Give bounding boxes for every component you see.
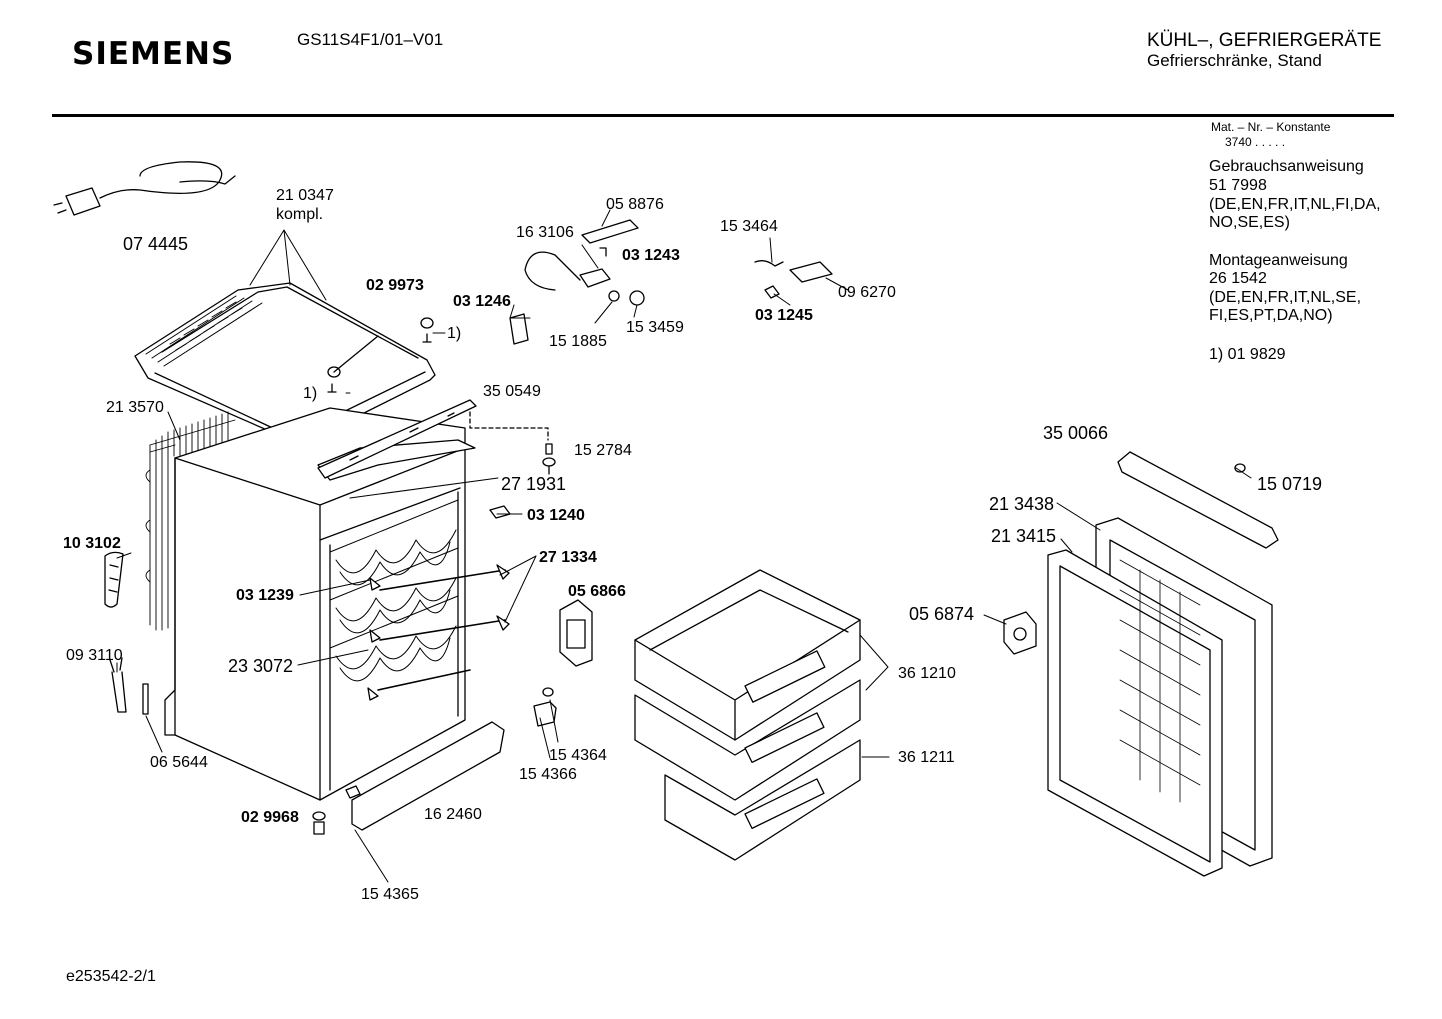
label-153464: 15 3464	[720, 218, 778, 235]
door-drawing	[1003, 451, 1279, 877]
label-152784: 15 2784	[574, 442, 632, 459]
label-151885: 15 1885	[549, 333, 607, 350]
label-065644: 06 5644	[150, 754, 208, 771]
label-350549: 35 0549	[483, 383, 541, 400]
label-056874: 05 6874	[909, 604, 974, 624]
header-divider	[52, 114, 1394, 117]
assembly-number: 26 1542	[1209, 270, 1267, 287]
bracket-drawing	[317, 399, 477, 479]
manual-languages-2: NO,SE,ES)	[1209, 214, 1290, 231]
label-213415: 21 3415	[991, 526, 1056, 546]
label-154365: 15 4365	[361, 886, 419, 903]
label-031243: 03 1243	[622, 247, 680, 264]
label-163106: 16 3106	[516, 224, 574, 241]
foot-screw-drawing	[312, 811, 326, 835]
lamp-drawing	[754, 260, 833, 299]
label-031239: 03 1239	[236, 587, 294, 604]
label-233072: 23 3072	[228, 656, 293, 676]
label-031240: 03 1240	[527, 507, 585, 524]
category-subtitle: Gefrierschränke, Stand	[1147, 51, 1322, 70]
assembly-title: Montageanweisung	[1209, 252, 1348, 269]
cover-screws	[327, 317, 434, 393]
label-029973: 02 9973	[366, 277, 424, 294]
label-154366: 15 4366	[519, 766, 577, 783]
label-271931: 27 1931	[501, 474, 566, 494]
label-361210: 36 1210	[898, 665, 956, 682]
kick-plate-drawing	[345, 721, 505, 831]
footnote-part: 1) 01 9829	[1209, 346, 1286, 363]
label-096270: 09 6270	[838, 284, 896, 301]
mat-nr-value: 3740 . . . . .	[1225, 135, 1286, 149]
assembly-languages-1: (DE,EN,FR,IT,NL,SE,	[1209, 289, 1362, 306]
manual-languages-1: (DE,EN,FR,IT,NL,FI,DA,	[1209, 196, 1381, 213]
label-361211: 36 1211	[898, 749, 955, 766]
label-153459: 15 3459	[626, 319, 684, 336]
thermostat-drawing	[509, 219, 645, 345]
label-056866: 05 6866	[568, 583, 626, 600]
cable-part-drawing	[109, 657, 149, 715]
label-210347: 21 0347	[276, 187, 334, 204]
label-271334: 27 1334	[539, 549, 597, 566]
valve-drawing	[469, 411, 556, 475]
assembly-languages-2: FI,ES,PT,DA,NO)	[1209, 307, 1333, 324]
label-162460: 16 2460	[424, 806, 482, 823]
drawers-drawing	[634, 569, 861, 861]
category-title: KÜHL–, GEFRIERGERÄTE	[1147, 30, 1382, 51]
label-213570: 21 3570	[106, 399, 164, 416]
manual-title: Gebrauchsanweisung	[1209, 158, 1364, 175]
label-154364: 15 4364	[549, 747, 607, 764]
part-labels: 07 4445 21 0347 kompl. 02 9973 1) 1) 21 …	[63, 187, 1322, 903]
label-210347-note: kompl.	[276, 206, 323, 223]
label-350066: 35 0066	[1043, 423, 1108, 443]
label-213438: 21 3438	[989, 494, 1054, 514]
label-031245: 03 1245	[755, 307, 813, 324]
manual-number: 51 7998	[1209, 177, 1267, 194]
power-cord-drawing	[53, 161, 236, 216]
small-clip-drawing	[489, 505, 511, 519]
label-031246: 03 1246	[453, 293, 511, 310]
label-150719: 15 0719	[1257, 474, 1322, 494]
label-footnote-1a: 1)	[447, 325, 461, 342]
drawing-id: e253542‑2/1	[66, 968, 156, 985]
label-093110: 09 3110	[66, 647, 123, 664]
label-058876: 05 8876	[606, 196, 664, 213]
handle-drawing	[104, 551, 124, 608]
label-029968: 02 9968	[241, 809, 299, 826]
mat-nr-label: Mat. – Nr. – Konstante	[1211, 120, 1331, 134]
hinge-drawing	[533, 687, 557, 727]
label-footnote-1b: 1)	[303, 385, 317, 402]
brand-logo: SIEMENS	[72, 36, 235, 72]
label-103102: 10 3102	[63, 535, 121, 552]
label-074445: 07 4445	[123, 234, 188, 254]
top-cover-drawing	[134, 229, 436, 443]
model-number: GS11S4F1/01–V01	[297, 30, 444, 49]
cover-plate-drawing	[559, 599, 593, 667]
leader-lines	[116, 209, 1252, 883]
